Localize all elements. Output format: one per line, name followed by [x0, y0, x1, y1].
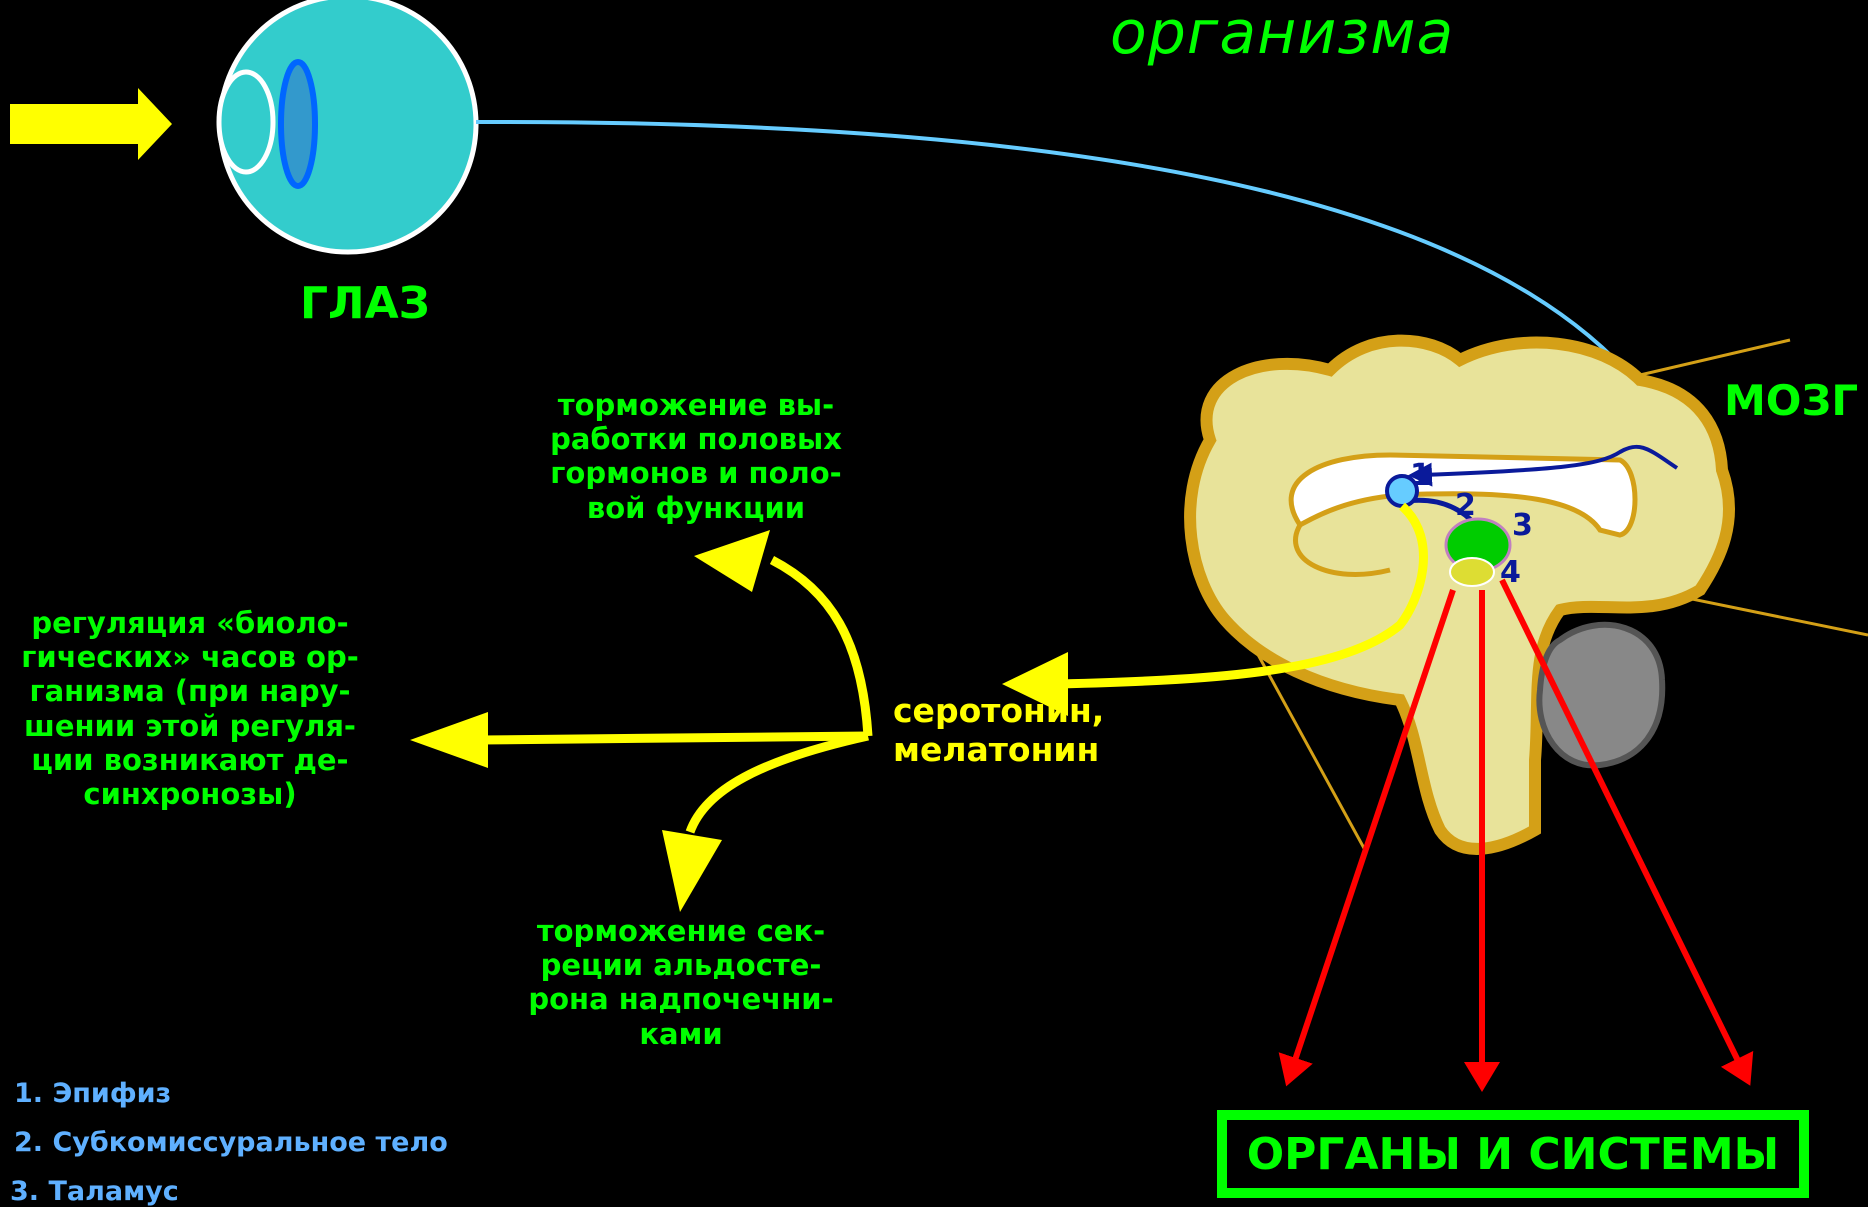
brain-label: МОЗГ — [1724, 376, 1858, 426]
page-heading: организма — [1110, 0, 1454, 68]
organs-systems-box: ОРГАНЫ И СИСТЕМЫ — [1217, 1110, 1809, 1198]
brain-number-1: 1 — [1410, 458, 1431, 493]
legend-item-subcommissural: 2. Субкомиссуральное тело — [14, 1127, 448, 1158]
effect-aldosterone-text: торможение сек- реции альдосте- рона над… — [516, 914, 846, 1051]
brain-number-3: 3 — [1512, 508, 1533, 543]
secretion-label: серотонин, мелатонин — [893, 692, 1104, 770]
legend-item-thalamus: 3. Таламус — [10, 1176, 179, 1207]
effect-arrows — [410, 530, 868, 912]
brain-number-2: 2 — [1455, 488, 1476, 523]
light-arrow — [10, 88, 172, 160]
eye-icon — [219, 0, 476, 252]
legend-item-pineal: 1. Эпифиз — [14, 1078, 171, 1109]
eye-label: ГЛАЗ — [300, 278, 430, 330]
organs-systems-label: ОРГАНЫ И СИСТЕМЫ — [1247, 1129, 1779, 1180]
effect-clock-text: регуляция «биоло- гических» часов ор- га… — [0, 606, 380, 811]
effect-hormones-text: торможение вы- работки половых гормонов … — [536, 388, 856, 525]
